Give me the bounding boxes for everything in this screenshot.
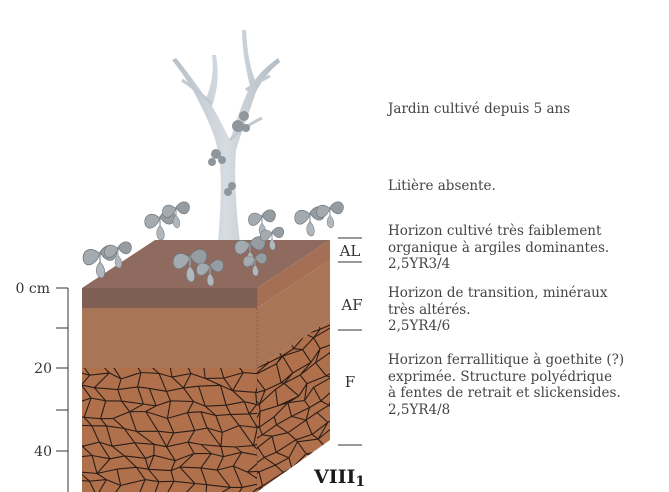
crack-network-side — [257, 320, 330, 492]
crack-network-front — [82, 368, 257, 492]
plant — [316, 201, 344, 229]
horizon-boundaries — [338, 237, 362, 446]
crop-plants — [82, 201, 344, 287]
note-horizon-af: Horizon de transition, minéraux très alt… — [388, 285, 608, 334]
front-f — [82, 368, 257, 492]
horizon-label-al: AL — [339, 242, 361, 260]
plant — [242, 252, 268, 277]
plant — [162, 201, 190, 229]
horizon-label-af: AF — [340, 296, 362, 314]
depth-label-0: 0 cm — [16, 281, 50, 297]
crack-lines — [257, 320, 330, 492]
horizon-label-f: F — [345, 373, 355, 391]
note-horizon-f: Horizon ferrallitique à goethite (?) exp… — [388, 352, 625, 418]
side-af — [257, 260, 330, 368]
front-al — [82, 288, 257, 308]
tree — [172, 30, 280, 242]
plant — [259, 226, 285, 251]
profile-id: VIII1 — [314, 466, 366, 490]
tree-trunk — [172, 30, 280, 242]
plant — [248, 209, 276, 237]
note-litter: Litière absente. — [388, 178, 496, 194]
plant — [172, 248, 208, 283]
crack-lines — [82, 368, 257, 492]
front-af — [82, 308, 257, 368]
note-surface: Jardin cultivé depuis 5 ans — [388, 101, 571, 117]
tree-foliage — [208, 111, 250, 196]
depth-label-40: 40 — [34, 444, 52, 460]
side-al — [257, 240, 330, 308]
note-horizon-al: Horizon cultivé très faiblement organiqu… — [388, 223, 610, 272]
depth-scale — [56, 287, 69, 492]
plant — [104, 241, 132, 269]
depth-label-20: 20 — [34, 361, 52, 377]
plant — [196, 259, 224, 287]
